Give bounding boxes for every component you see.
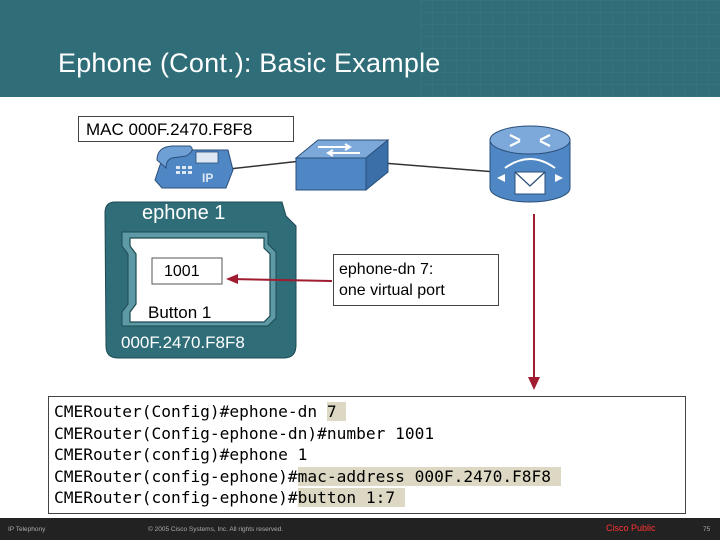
line-number-label: 1001 (164, 263, 200, 280)
switch-router-link (369, 161, 497, 173)
phone-ip-text: IP (202, 171, 213, 185)
ephone-dn-note: ephone-dn 7: one virtual port (333, 254, 499, 306)
ephone-title: ephone 1 (142, 202, 226, 224)
dn-note-line2: one virtual port (339, 282, 445, 299)
cli-line: CMERouter(Config-ephone-dn)#number 1001 (54, 423, 435, 443)
cli-line: CMERouter(config-ephone)#mac-address 000… (54, 466, 561, 486)
ip-phone-icon: IP (154, 145, 234, 189)
dn-arrow (226, 274, 333, 284)
page-title: Ephone (Cont.): Basic Example (58, 48, 441, 78)
switch-icon (294, 138, 390, 192)
dn-note-line1: ephone-dn 7: (339, 261, 434, 278)
footer-bar: IP Telephony © 2005 Cisco Systems, Inc. … (0, 518, 720, 540)
title-bar: Ephone (Cont.): Basic Example (0, 0, 720, 97)
footer-left: IP Telephony (8, 526, 46, 533)
cli-line: CMERouter(config)#ephone 1 (54, 445, 308, 465)
button-label: Button 1 (148, 303, 212, 322)
cli-highlight: mac-address 000F.2470.F8F8 (297, 466, 561, 486)
router-icon (489, 125, 571, 203)
page-number: 75 (703, 526, 711, 533)
footer-copyright: © 2005 Cisco Systems, Inc. All rights re… (148, 526, 284, 533)
header-grid-pattern (420, 0, 720, 97)
ephone-mac-label: 000F.2470.F8F8 (121, 333, 245, 352)
cli-config-box: CMERouter(Config)#ephone-dn 7 CMERouter(… (48, 396, 686, 514)
router-arrow (528, 214, 540, 390)
cli-line: CMERouter(Config)#ephone-dn 7 (54, 402, 347, 421)
footer-classification: Cisco Public (606, 523, 656, 533)
cli-highlight: button 1:7 (297, 488, 405, 508)
cli-highlight: 7 (326, 402, 347, 421)
phone-switch-link (219, 159, 311, 171)
mac-address-label: MAC 000F.2470.F8F8 (78, 116, 294, 142)
ephone-card (104, 201, 297, 359)
cli-line: CMERouter(config-ephone)#button 1:7 (54, 488, 405, 508)
